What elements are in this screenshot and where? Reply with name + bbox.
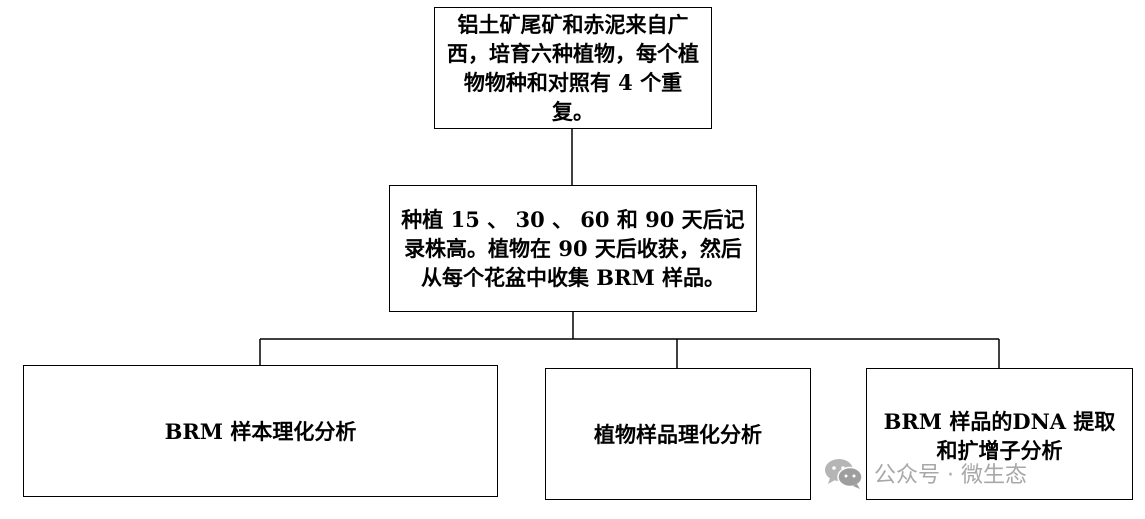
node-branch-1: BRM 样本理化分析 (23, 365, 498, 497)
node-branch-3: BRM 样品的DNA 提取和扩增子分析 (866, 368, 1133, 500)
node-top: 铝土矿尾矿和赤泥来自广西，培育六种植物，每个植物物种和对照有 4 个重复。 (434, 7, 712, 129)
node-branch-2: 植物样品理化分析 (545, 368, 811, 500)
node-middle-text: 种植 15 、 30 、 60 和 90 天后记录株高。植物在 90 天后收获，… (401, 207, 745, 290)
wechat-icon (825, 459, 863, 489)
node-middle: 种植 15 、 30 、 60 和 90 天后记录株高。植物在 90 天后收获，… (389, 185, 757, 312)
node-top-text: 铝土矿尾矿和赤泥来自广西，培育六种植物，每个植物物种和对照有 4 个重复。 (447, 12, 699, 124)
node-branch-3-text: BRM 样品的DNA 提取和扩增子分析 (883, 409, 1116, 463)
node-branch-1-text: BRM 样本理化分析 (164, 418, 357, 444)
watermark: 公众号 · 微生态 (822, 451, 1027, 495)
watermark-text: 公众号 · 微生态 (874, 463, 1027, 488)
node-branch-2-text: 植物样品理化分析 (594, 421, 762, 447)
